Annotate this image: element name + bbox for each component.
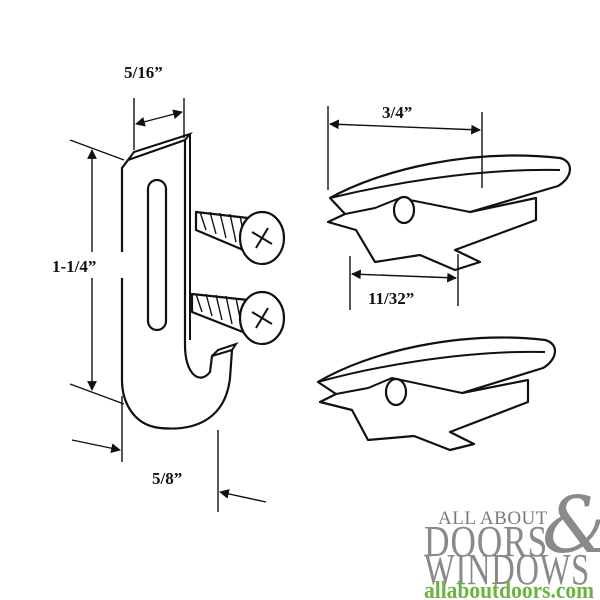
- dim-clip-hook: 5/8”: [71, 396, 267, 512]
- brand-logo: ALL ABOUT & DOORS WINDOWS allaboutdoors.…: [424, 481, 600, 600]
- brand-line3: WINDOWS: [424, 545, 590, 594]
- j-clip-bracket: [120, 131, 239, 430]
- screw-top: [194, 210, 286, 266]
- dim-label-clip-length: 1-1/4”: [52, 257, 96, 276]
- brand-line2: DOORS: [424, 517, 548, 566]
- screw-bottom: [190, 290, 286, 346]
- dim-clip-width: 5/16”: [124, 63, 185, 150]
- dim-guide-width: 3/4”: [327, 103, 483, 190]
- dim-label-clip-width: 5/16”: [124, 63, 163, 82]
- dim-guide-slot: 11/32”: [349, 254, 459, 310]
- guide-bottom: [316, 336, 556, 452]
- brand-url[interactable]: allaboutdoors.com: [424, 578, 594, 600]
- dim-label-guide-width: 3/4”: [382, 103, 412, 122]
- dim-label-guide-slot: 11/32”: [368, 289, 414, 308]
- dim-label-clip-hook: 5/8”: [152, 469, 182, 488]
- dim-clip-length: 1-1/4”: [48, 139, 130, 405]
- clip-slot: [146, 178, 168, 332]
- brand-ampersand: &: [542, 481, 600, 571]
- brand-line1: ALL ABOUT: [438, 508, 548, 529]
- guide-top: [326, 154, 571, 272]
